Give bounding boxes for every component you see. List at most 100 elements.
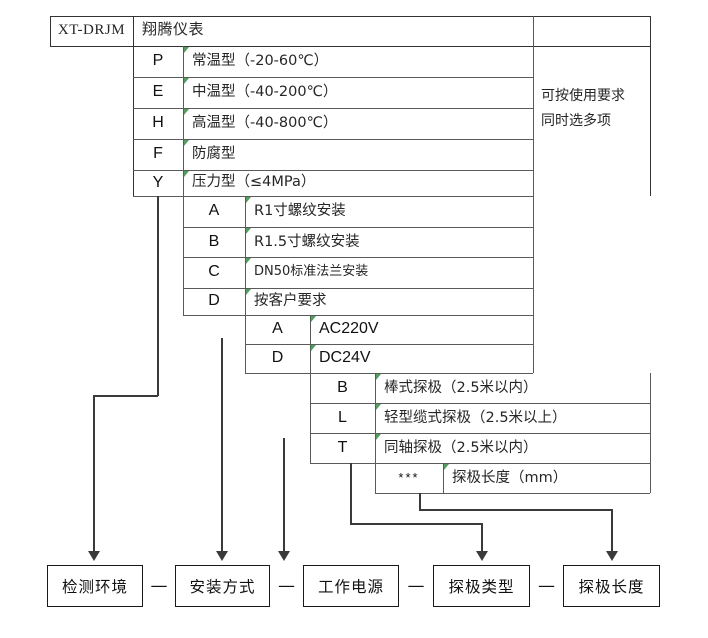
g4-desc-b: 棒式探极（2.5米以内）	[384, 379, 538, 396]
g3-code-a: A	[272, 320, 283, 338]
corner-tick-icon	[311, 316, 316, 322]
g2-code-d: D	[208, 292, 220, 310]
g3-desc-d: DC24V	[319, 349, 371, 367]
g3-desc-a: AC220V	[319, 320, 379, 338]
g4-desc-l: 轻型缆式探极（2.5米以上）	[384, 409, 567, 426]
g1-code-p: P	[152, 52, 164, 70]
g4-border-left	[310, 373, 311, 463]
brand-name-cell: 翔腾仪表	[142, 22, 205, 39]
g1-code-y: Y	[152, 173, 164, 191]
corner-tick-icon	[376, 404, 381, 410]
g2-border-left	[183, 196, 184, 315]
g3-rule-bottom	[245, 373, 533, 374]
side-note: 可按使用要求 同时选多项	[541, 88, 625, 129]
legend-box-detection-environment[interactable]: 检测环境	[47, 565, 143, 607]
corner-tick-icon	[246, 289, 251, 295]
table-rule-top	[50, 16, 650, 17]
legend-separator-4: —	[538, 576, 555, 596]
corner-tick-icon	[184, 171, 189, 177]
g1-rule-4	[133, 170, 533, 171]
g2-code-a: A	[208, 202, 220, 220]
g4-rule-1	[310, 403, 650, 404]
connector-4-arrow-icon	[476, 551, 488, 561]
g1-desc-e: 中温型（-40-200℃）	[192, 84, 338, 101]
connector-4-seg-down-b	[481, 523, 483, 553]
g1-desc-y: 压力型（≤4MPa）	[192, 173, 316, 190]
legend-box-probe-type[interactable]: 探极类型	[433, 565, 530, 607]
corner-tick-icon	[184, 109, 189, 115]
connector-5-arrow-icon	[606, 551, 618, 561]
connector-5-seg-down-b	[611, 509, 613, 553]
corner-tick-icon	[246, 197, 251, 203]
table-border-left-header	[50, 16, 51, 46]
corner-tick-icon	[376, 434, 381, 440]
corner-tick-icon	[444, 464, 449, 470]
g2-rule-3	[183, 288, 533, 289]
legend-separator-2: —	[278, 576, 295, 596]
connector-2-arrow-icon	[216, 551, 228, 561]
g2-desc-d: 按客户要求	[254, 292, 327, 309]
g1-desc-p: 常温型（-20-60℃）	[192, 53, 329, 70]
connector-5-seg-right	[419, 509, 612, 511]
g2-desc-b: R1.5寸螺纹安装	[254, 233, 360, 250]
g1-rule-1	[133, 77, 533, 78]
g2-desc-a: R1寸螺纹安装	[254, 203, 346, 220]
g2-border-right	[533, 196, 534, 315]
g5-border-left	[375, 463, 376, 493]
g5-code-stars: ***	[398, 469, 420, 485]
g2-divider-code	[245, 196, 246, 315]
table-rule-header-bottom	[50, 46, 650, 47]
g2-rule-2	[183, 257, 533, 258]
table-border-right	[650, 16, 651, 196]
g4-code-b: B	[337, 378, 348, 396]
g1-rule-bottom	[133, 196, 533, 197]
corner-tick-icon	[184, 47, 189, 53]
corner-tick-icon	[246, 258, 251, 264]
g3-rule-1	[245, 344, 533, 345]
connector-5-seg-down-a	[419, 493, 421, 510]
g2-desc-c: DN50标准法兰安装	[254, 264, 369, 280]
g1-divider-code	[183, 46, 184, 196]
corner-tick-icon	[246, 228, 251, 234]
g5-border-right	[650, 463, 651, 493]
corner-tick-icon	[184, 140, 189, 146]
connector-4-seg-right	[350, 523, 483, 525]
g4-rule-bottom	[310, 463, 650, 464]
connector-2-seg-down	[221, 338, 223, 553]
g4-divider-code	[375, 373, 376, 463]
corner-tick-icon	[311, 345, 316, 351]
connector-3-seg-down	[283, 438, 285, 553]
table-divider-col1	[133, 16, 134, 196]
g5-desc-length: 探极长度（mm）	[452, 469, 568, 486]
g1-code-f: F	[153, 145, 163, 163]
connector-1-seg-down-b	[93, 395, 95, 553]
g4-rule-2	[310, 433, 650, 434]
g1-desc-f: 防腐型	[192, 146, 236, 163]
g2-code-b: B	[208, 232, 220, 250]
g1-code-e: E	[152, 83, 164, 101]
connector-1-seg-left	[93, 395, 158, 397]
g2-rule-1	[183, 227, 533, 228]
g4-code-t: T	[337, 438, 348, 456]
g5-rule-bottom	[375, 493, 650, 494]
g2-rule-bottom	[183, 315, 533, 316]
g4-code-l: L	[338, 408, 347, 426]
model-code-cell: XT-DRJM	[57, 22, 126, 39]
g4-border-right	[650, 373, 651, 463]
g2-code-c: C	[208, 263, 220, 281]
g3-border-right	[533, 315, 534, 373]
g4-desc-t: 同轴探极（2.5米以内）	[384, 439, 538, 456]
legend-box-working-power[interactable]: 工作电源	[303, 565, 399, 607]
connector-3-arrow-icon	[278, 551, 290, 561]
legend-box-installation-method[interactable]: 安装方式	[175, 565, 270, 607]
g1-rule-3	[133, 139, 533, 140]
connector-1-arrow-icon	[88, 551, 100, 561]
legend-separator-3: —	[407, 576, 425, 596]
legend-separator-1: —	[150, 576, 168, 596]
g1-rule-2	[133, 108, 533, 109]
connector-1-seg-down-a	[157, 196, 159, 396]
corner-tick-icon	[376, 374, 381, 380]
legend-box-probe-length[interactable]: 探极长度	[563, 565, 660, 607]
g5-divider-code	[443, 463, 444, 493]
